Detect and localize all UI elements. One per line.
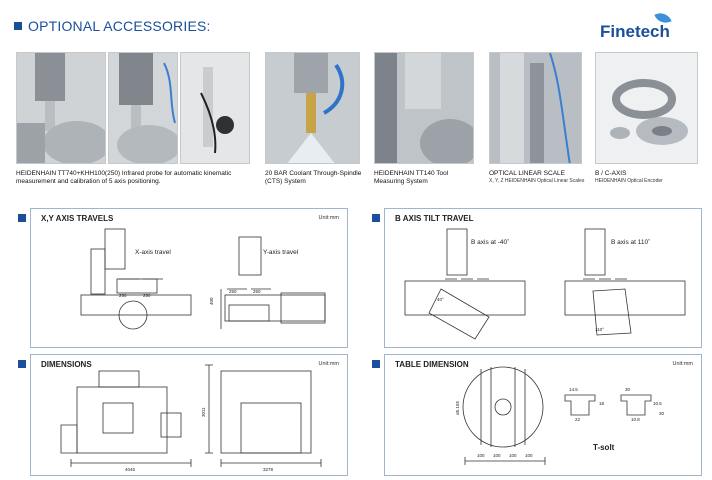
slot-dim-6: 10.8 — [631, 417, 640, 422]
panel-table-unit: Unit:mm — [672, 361, 693, 367]
tspacing-4: 100 — [525, 453, 533, 458]
tslot-label: T-solt — [593, 443, 615, 452]
tspacing-3: 100 — [509, 453, 517, 458]
encoder-photo-art — [596, 53, 697, 163]
panel-dimensions-title: DIMENSIONS — [41, 360, 92, 369]
caption-encoder: B / C-AXIS HEIDENHAIN Optical Encoder — [595, 170, 703, 185]
b-angle-1: 40° — [437, 297, 444, 302]
caption-encoder-title: B / C-AXIS — [595, 170, 627, 177]
slot-dim-3: 22 — [575, 417, 581, 422]
photo-encoder — [595, 52, 698, 164]
dimensions-drawing: 4045 3278 3011 — [60, 364, 322, 472]
photo-probe-1 — [16, 52, 106, 164]
caption-coolant: 20 BAR Coolant Through-Spindle (CTS) Sys… — [265, 170, 362, 185]
photo-linear-scale — [489, 52, 582, 164]
caption-linear-scale-title: OPTICAL LINEAR SCALE — [489, 170, 565, 177]
photo-probe-2 — [108, 52, 178, 164]
x-dim-label-1: 250 — [119, 293, 127, 298]
table-drawing: ø5.155 100 100 100 100 14.5 18 22 30 10.… — [455, 366, 665, 465]
table-diameter: ø5.155 — [455, 400, 460, 415]
caption-tool-measuring: HEIDENHAIN TT140 Tool Measuring System — [374, 170, 449, 185]
panel-xy-unit: Unit:mm — [318, 215, 339, 221]
panel-marker-icon — [372, 214, 380, 222]
dim-width-1: 4045 — [125, 467, 136, 472]
tspacing-1: 100 — [477, 453, 485, 458]
slot-dim-1: 14.5 — [569, 387, 578, 392]
slot-dim-7: 30 — [659, 411, 665, 416]
b-axis-label-1: B axis at -40˚ — [471, 239, 510, 246]
z-dim-label: 400 — [209, 297, 214, 305]
tspacing-2: 100 — [493, 453, 501, 458]
panel-table-title: TABLE DIMENSION — [395, 360, 469, 369]
b-angle-2: 110° — [595, 327, 604, 332]
y-travel-label: Y-axis travel — [263, 249, 299, 256]
panel-b-axis-title: B AXIS TILT TRAVEL — [395, 214, 474, 223]
probe-photo-art — [17, 53, 105, 163]
probe-photo-art-3 — [181, 53, 249, 163]
linear-scale-photo-art — [490, 53, 581, 163]
caption-encoder-sub: HEIDENHAIN Optical Encoder — [595, 178, 663, 184]
slot-dim-5: 10.5 — [653, 401, 662, 406]
slot-dim-2: 18 — [599, 401, 605, 406]
xy-travel-drawing: 250 250 250 250 400 — [80, 228, 326, 330]
panel-marker-icon — [18, 360, 26, 368]
panel-marker-icon — [18, 214, 26, 222]
panel-marker-icon — [372, 360, 380, 368]
caption-probe: HEIDENHAIN TT740+KHH100(250) Infrared pr… — [16, 170, 232, 185]
y-dim-label-1: 250 — [229, 289, 237, 294]
panel-dimensions: DIMENSIONS Unit:mm 4045 3278 3011 — [30, 354, 348, 476]
x-dim-label-2: 250 — [143, 293, 151, 298]
panel-table-dimension: TABLE DIMENSION Unit:mm T-solt ø5.155 10… — [384, 354, 702, 476]
panel-b-axis-tilt: B AXIS TILT TRAVEL B axis at -40˚ B axis… — [384, 208, 702, 348]
caption-linear-scale-sub: X, Y, Z HEIDENHAIN Optical Linear Scales — [489, 178, 585, 184]
photo-tool-measuring — [374, 52, 474, 164]
brand-logo-text: Finetech — [600, 22, 670, 41]
dim-width-2: 3278 — [263, 467, 274, 472]
b-axis-label-2: B axis at 110˚ — [611, 239, 651, 246]
section-title: OPTIONAL ACCESSORIES: — [28, 18, 211, 34]
section-header: OPTIONAL ACCESSORIES: — [14, 18, 211, 34]
header-marker-icon — [14, 22, 22, 30]
caption-linear-scale: OPTICAL LINEAR SCALE X, Y, Z HEIDENHAIN … — [489, 170, 589, 185]
photo-coolant — [265, 52, 360, 164]
b-axis-drawing: 40° 110° — [404, 228, 686, 340]
coolant-photo-art — [266, 53, 359, 163]
x-travel-label: X-axis travel — [135, 249, 171, 256]
panel-dimensions-unit: Unit:mm — [318, 361, 339, 367]
photo-probe-3 — [180, 52, 250, 164]
dim-height: 3011 — [201, 407, 206, 417]
tool-measuring-photo-art — [375, 53, 473, 163]
panel-xy-title: X,Y AXIS TRAVELS — [41, 214, 114, 223]
brand-logo: Finetech — [600, 9, 700, 44]
y-dim-label-2: 250 — [253, 289, 261, 294]
probe-photo-art-2 — [109, 53, 177, 163]
panel-xy-travels: X,Y AXIS TRAVELS Unit:mm X-axis travel Y… — [30, 208, 348, 348]
slot-dim-4: 30 — [625, 387, 631, 392]
